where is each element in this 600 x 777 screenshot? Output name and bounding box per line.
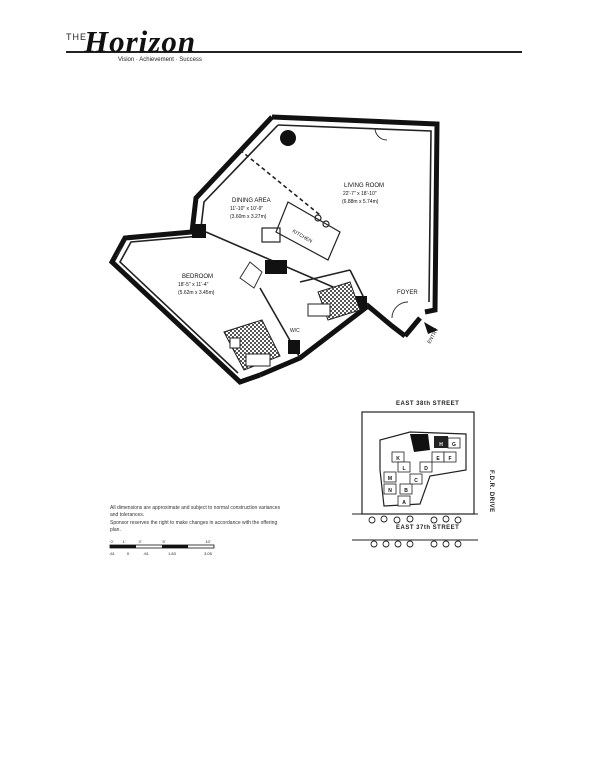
bedroom-dim-ft: 18'-5" x 11'-4" bbox=[178, 282, 209, 288]
bath-wall bbox=[299, 269, 351, 283]
note-dimensions: All dimensions are approximate and subje… bbox=[110, 505, 281, 518]
scale-ft-1: 1' bbox=[123, 539, 126, 544]
brand-prefix: THE bbox=[66, 32, 87, 42]
kitchen-chase bbox=[265, 260, 287, 274]
window-living bbox=[374, 127, 388, 141]
key-unit-d: D bbox=[424, 466, 428, 472]
living-room-dim-ft: 22'-7" x 18'-10" bbox=[343, 191, 377, 197]
bathroom-fixtures bbox=[223, 281, 361, 371]
dining-living-divider bbox=[239, 149, 321, 216]
key-plan-trees bbox=[368, 515, 462, 548]
floor-plan-doors bbox=[115, 127, 409, 319]
wall-living-outer bbox=[271, 114, 440, 315]
dining-area-label: DINING AREA bbox=[232, 198, 271, 204]
scale-bar: 0' 1' 3' 5' 10' .61 0 .61 1.83 3.05 bbox=[109, 539, 215, 556]
key-unit-f: F bbox=[448, 456, 451, 462]
entry-arrow-icon bbox=[424, 322, 438, 334]
kitchen-counter bbox=[275, 201, 341, 261]
living-room-label: LIVING ROOM bbox=[344, 183, 384, 189]
wall-west-outer bbox=[108, 115, 274, 385]
key-unit-g: G bbox=[452, 442, 456, 448]
door-entry-swing bbox=[391, 301, 409, 319]
scale-m-3: 1.83 bbox=[168, 551, 177, 556]
dining-area-dim-ft: 11'-10" x 10'-9" bbox=[230, 206, 263, 212]
key-plan-north-street: EAST 38th STREET bbox=[396, 401, 460, 407]
header-rule bbox=[66, 51, 522, 53]
key-plan-south-street: EAST 37th STREET bbox=[396, 525, 460, 531]
bedroom-dim-m: (5.62m x 3.45m) bbox=[178, 290, 215, 296]
tub-1 bbox=[245, 353, 271, 367]
key-unit-c: C bbox=[414, 478, 418, 484]
kitchen-sink bbox=[261, 227, 281, 243]
key-plan-highlight-unit bbox=[410, 434, 430, 452]
wall-west-inner bbox=[119, 124, 279, 374]
kitchen-fixtures bbox=[261, 201, 341, 261]
door-bedroom bbox=[239, 261, 263, 289]
brand-logo: Horizon bbox=[84, 24, 197, 59]
key-plan-building bbox=[379, 431, 467, 507]
key-unit-b: B bbox=[404, 488, 408, 494]
note-sponsor: Sponsor reserves the right to make chang… bbox=[110, 520, 278, 533]
key-unit-k: K bbox=[396, 456, 400, 462]
key-unit-e: E bbox=[436, 456, 440, 462]
scale-m-1: 0 bbox=[127, 551, 130, 556]
key-unit-h: H bbox=[439, 442, 443, 448]
bedroom-label: BEDROOM bbox=[182, 274, 213, 280]
key-unit-l: L bbox=[402, 466, 405, 472]
living-room-dim-m: (6.88m x 5.74m) bbox=[342, 199, 379, 205]
key-plan: K L M N A B C D E F G H bbox=[352, 411, 478, 548]
key-unit-n: N bbox=[388, 488, 392, 494]
scale-m-2: .61 bbox=[143, 551, 149, 556]
key-plan-east-road: F.D.R. DRIVE bbox=[488, 470, 494, 513]
scale-ft-2: 3' bbox=[139, 539, 142, 544]
scale-ft-3: 5' bbox=[163, 539, 166, 544]
wall-entry-jog bbox=[403, 316, 422, 338]
column-round-living bbox=[280, 130, 296, 146]
tub-2 bbox=[307, 303, 331, 317]
key-unit-m: M bbox=[388, 476, 392, 482]
key-unit-a: A bbox=[402, 500, 406, 506]
scale-ft-0: 0' bbox=[111, 539, 114, 544]
floor-plan-interior bbox=[119, 124, 432, 374]
scale-ft-4: 10' bbox=[205, 539, 210, 544]
column-bedroom bbox=[288, 340, 300, 354]
foyer-label: FOYER bbox=[397, 290, 418, 296]
wall-living-inner bbox=[277, 124, 432, 303]
dining-area-dim-m: (3.60m x 3.27m) bbox=[230, 214, 267, 220]
scale-m-4: 3.05 bbox=[204, 551, 213, 556]
floor-plan-walls bbox=[108, 114, 440, 385]
column-dining bbox=[192, 224, 206, 238]
brand-tagline: Vision · Achievement · Success bbox=[118, 57, 202, 63]
scale-m-0: .61 bbox=[109, 551, 115, 556]
wic-label: W/C bbox=[290, 328, 300, 334]
key-plan-frame bbox=[361, 411, 475, 515]
